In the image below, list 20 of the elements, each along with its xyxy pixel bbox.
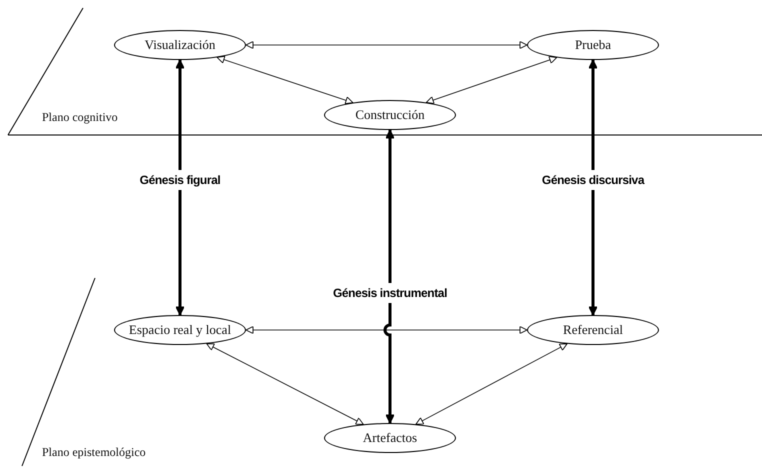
plane-label: Plano epistemológico	[42, 445, 146, 460]
plane-label: Plano cognitivo	[42, 110, 118, 125]
arrow	[246, 326, 528, 334]
arrow	[426, 56, 558, 104]
arrow	[246, 41, 528, 49]
ellipse-node: Espacio real y local	[114, 315, 246, 345]
arrow	[588, 60, 598, 316]
arrow	[416, 343, 568, 425]
ellipse-node: Artefactos	[324, 423, 456, 453]
edge-label: Génesis discursiva	[540, 170, 646, 190]
arrow	[216, 56, 354, 104]
ellipse-node: Prueba	[527, 30, 659, 60]
arrow	[206, 343, 364, 425]
ellipse-node: Construcción	[324, 100, 456, 130]
edge-label: Génesis figural	[138, 170, 222, 190]
ellipse-node: Referencial	[527, 315, 659, 345]
arrow	[384, 130, 394, 424]
ellipse-node: Visualización	[114, 30, 246, 60]
edge-label: Génesis instrumental	[330, 283, 450, 303]
arrow	[176, 60, 184, 316]
